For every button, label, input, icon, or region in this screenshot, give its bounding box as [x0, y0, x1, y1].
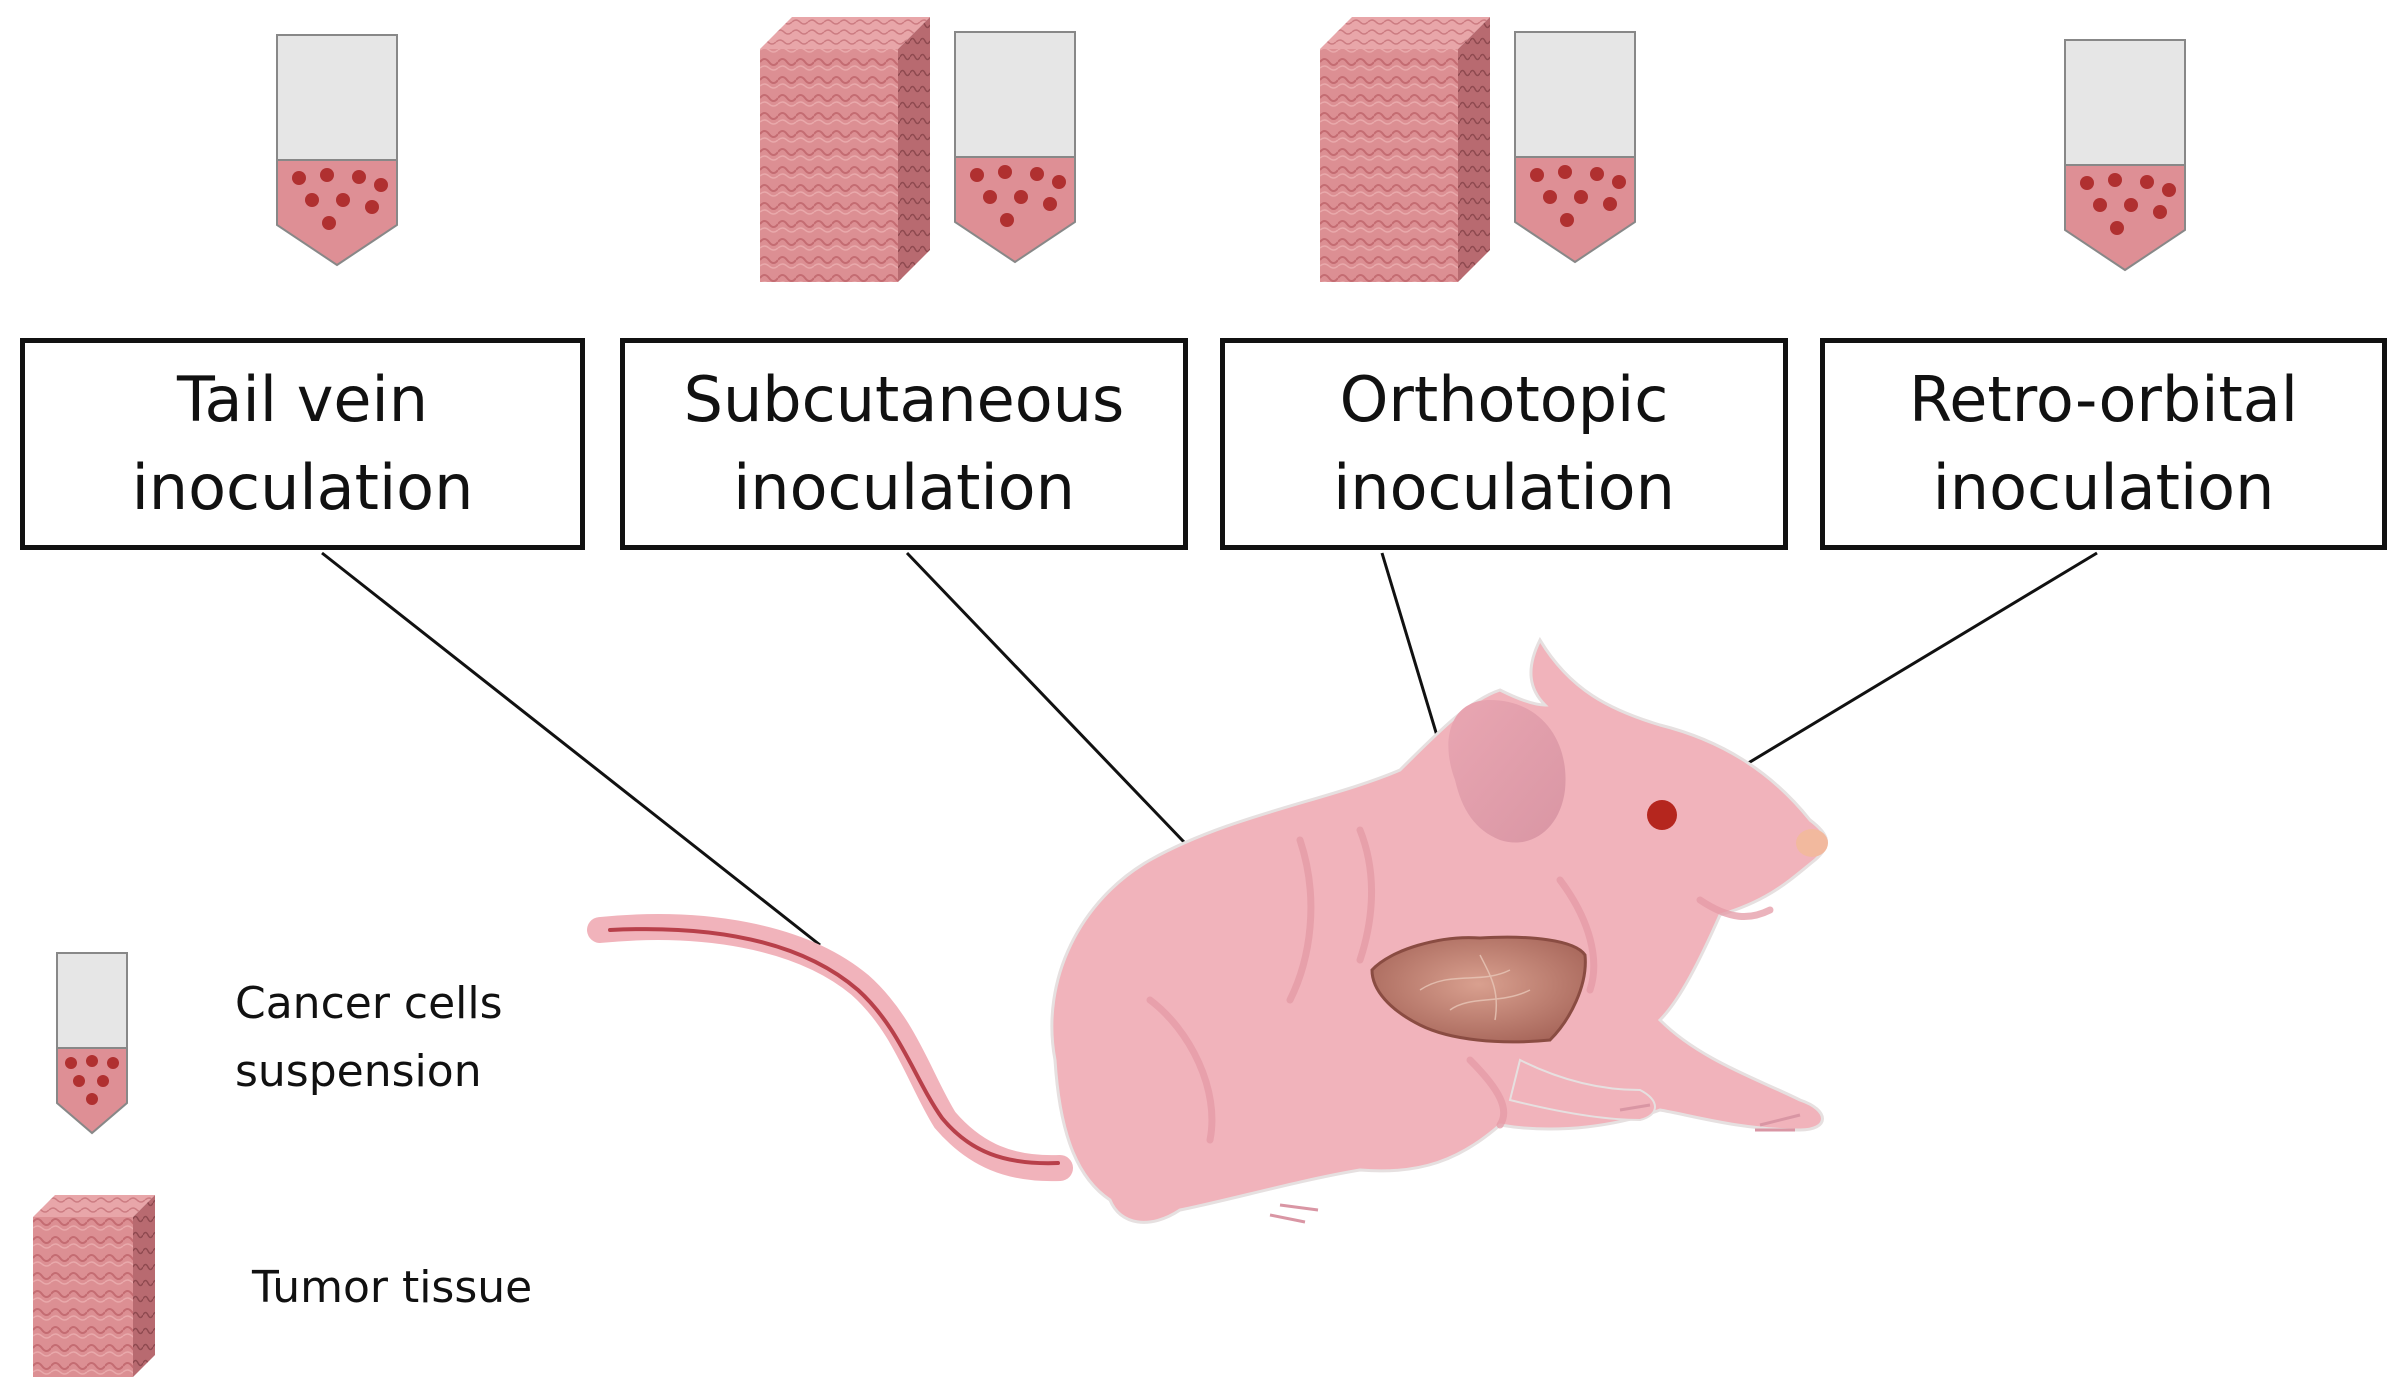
subcutaneous-label-line1: Subcutaneous: [683, 363, 1125, 436]
tumor-tissue-icon: [1320, 17, 1490, 282]
tail-vein: [608, 927, 1060, 1166]
legend-cells-line1: Cancer cells: [235, 978, 503, 1029]
retro-orbital-box: Retro-orbital inoculation: [1820, 338, 2387, 550]
subcutaneous-box: Subcutaneous inoculation: [620, 338, 1188, 550]
legend-tissue: Tumor tissue: [252, 1262, 533, 1313]
orthotopic-label-line1: Orthotopic: [1339, 363, 1669, 436]
subcutaneous-label-line2: inoculation: [733, 451, 1075, 524]
tumor-tissue-icon: [760, 17, 930, 282]
tail-vein-box: Tail vein inoculation: [20, 338, 585, 550]
mouse-nose: [1796, 829, 1828, 857]
mouse-ear: [1448, 700, 1566, 843]
connector-tail-vein: [321, 551, 821, 947]
legend-cells: Cancer cells suspension: [235, 970, 503, 1106]
orthotopic-label-line2: inoculation: [1333, 451, 1675, 524]
top-icons: [276, 17, 2186, 282]
orthotopic-box: Orthotopic inoculation: [1220, 338, 1788, 550]
mouse-body: [1050, 636, 1828, 1224]
cell-suspension-tube-icon: [276, 34, 398, 267]
tail-vein-label-line2: inoculation: [131, 451, 474, 524]
cell-suspension-tube-icon: [954, 31, 1076, 264]
mouse-eye-injection-site: [1647, 800, 1677, 830]
cell-suspension-tube-icon: [1514, 31, 1636, 264]
legend-icons: [33, 952, 155, 1377]
mouse-tail: [587, 914, 1073, 1182]
retro-orbital-label-line2: inoculation: [1932, 451, 2275, 524]
mouse-front-leg: [1508, 1058, 1656, 1122]
retro-orbital-label-line1: Retro-orbital: [1908, 363, 2298, 436]
legend-cells-line2: suspension: [235, 1046, 482, 1097]
legend-tube-icon: [56, 952, 128, 1135]
legend-tissue-icon: [33, 1195, 155, 1377]
mouse-illustration: [587, 636, 1828, 1224]
orthotopic-tumor: [1370, 935, 1587, 1044]
tail-vein-label-line1: Tail vein: [176, 363, 429, 436]
cell-suspension-tube-icon: [2064, 39, 2186, 272]
